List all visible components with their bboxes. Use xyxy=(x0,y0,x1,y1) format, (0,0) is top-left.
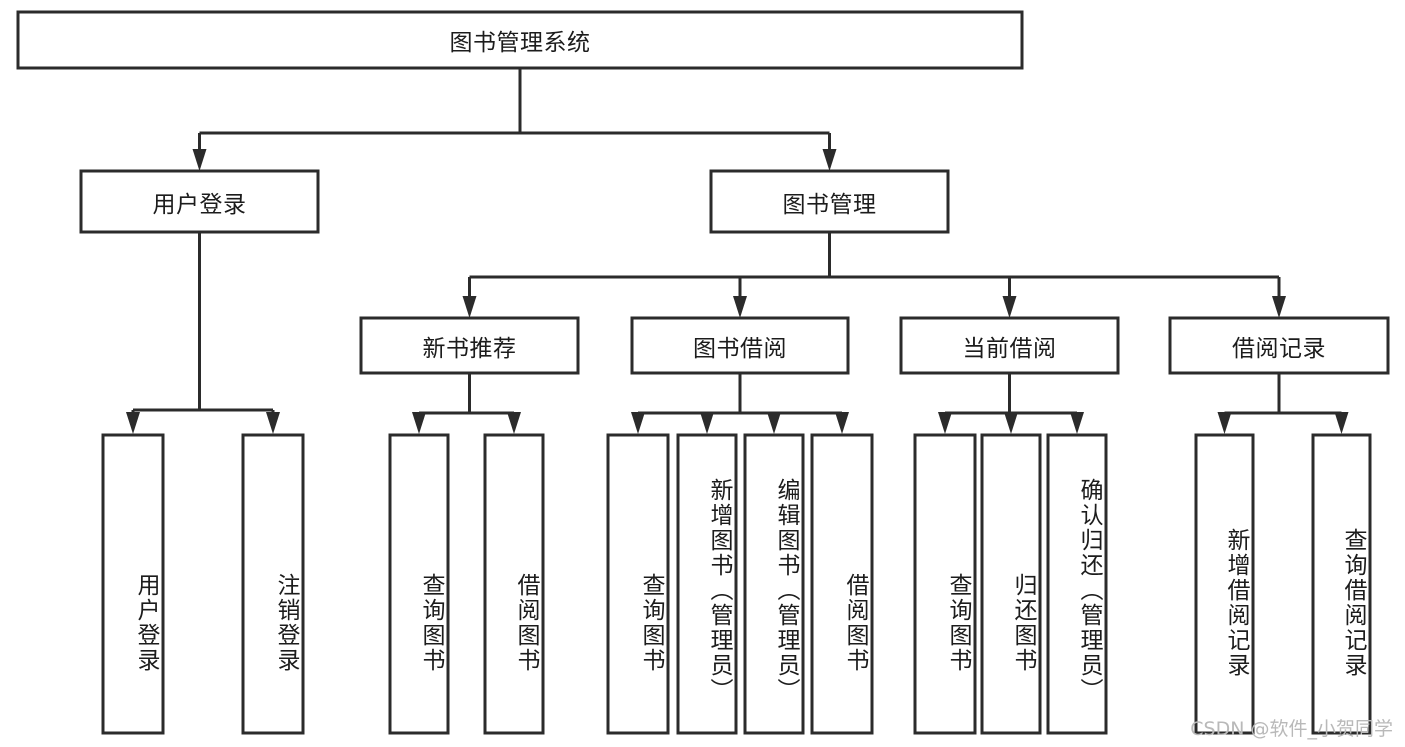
arrow-head-icon xyxy=(1217,412,1232,434)
leaf-box-7[interactable] xyxy=(810,433,874,735)
arrow-head-icon xyxy=(1002,296,1017,318)
leaf-box-12[interactable] xyxy=(1311,433,1372,735)
boxes-layer xyxy=(16,10,1390,735)
node-box-level2-0[interactable] xyxy=(79,169,320,234)
arrow-head-icon xyxy=(266,412,280,434)
arrow-head-icon xyxy=(1272,296,1286,318)
arrow-head-icon xyxy=(822,149,837,171)
arrow-head-icon xyxy=(126,412,140,434)
arrow-head-icon xyxy=(462,296,477,318)
arrow-head-icon xyxy=(700,412,714,434)
edges-layer xyxy=(126,68,1349,434)
node-box-level3-1[interactable] xyxy=(630,316,850,375)
arrow-head-icon xyxy=(507,412,521,434)
leaf-box-2[interactable] xyxy=(388,433,450,735)
leaf-box-1[interactable] xyxy=(241,433,305,735)
arrow-head-icon xyxy=(1070,412,1084,434)
leaf-box-10[interactable] xyxy=(1046,433,1108,735)
leaf-box-8[interactable] xyxy=(913,433,977,735)
node-box-root[interactable] xyxy=(16,10,1024,70)
arrow-head-icon xyxy=(631,412,645,434)
leaf-box-3[interactable] xyxy=(483,433,545,735)
leaf-box-11[interactable] xyxy=(1194,433,1255,735)
leaf-box-5[interactable] xyxy=(676,433,738,735)
arrow-head-icon xyxy=(835,412,849,434)
node-box-level2-1[interactable] xyxy=(709,169,950,234)
node-box-level3-2[interactable] xyxy=(899,316,1120,375)
leaf-box-4[interactable] xyxy=(606,433,670,735)
leaf-box-9[interactable] xyxy=(980,433,1042,735)
arrow-head-icon xyxy=(1334,412,1349,434)
leaf-box-0[interactable] xyxy=(101,433,165,735)
arrow-head-icon xyxy=(192,149,207,171)
arrow-head-icon xyxy=(1004,412,1018,434)
leaf-box-6[interactable] xyxy=(743,433,805,735)
arrow-head-icon xyxy=(767,412,781,434)
arrow-head-icon xyxy=(938,412,952,434)
node-box-level3-0[interactable] xyxy=(359,316,580,375)
arrow-head-icon xyxy=(733,296,747,318)
node-box-level3-3[interactable] xyxy=(1168,316,1390,375)
arrow-head-icon xyxy=(412,412,426,434)
